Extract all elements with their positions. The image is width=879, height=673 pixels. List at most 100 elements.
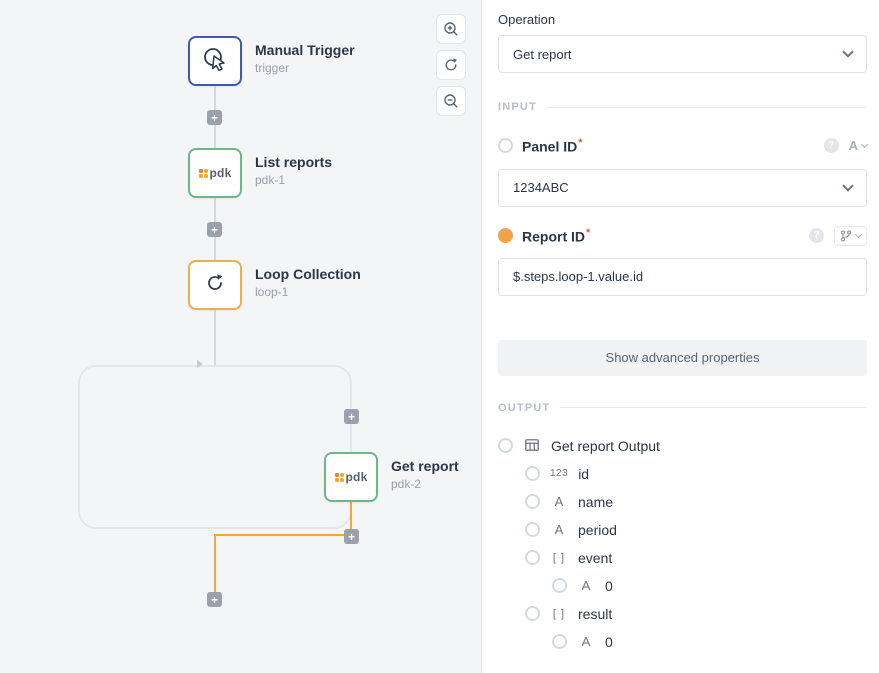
input-section-divider: INPUT <box>498 101 867 113</box>
tree-row-period: A period <box>498 516 867 544</box>
output-tree: Get report Output 123 id A name A period… <box>498 432 867 656</box>
operation-label: Operation <box>498 12 556 27</box>
add-step-button[interactable]: + <box>207 110 222 125</box>
field-panel-id: Panel ID* ? A <box>498 137 869 155</box>
node-icon-box[interactable] <box>188 260 242 310</box>
pdk-icon: pdk <box>198 166 232 180</box>
flow-arrow-icon <box>197 360 203 368</box>
tree-row-result: [ ] result <box>498 600 867 628</box>
tree-label: id <box>578 465 590 482</box>
tree-row-output-root: Get report Output <box>498 432 867 460</box>
pdk-icon: pdk <box>334 470 368 484</box>
string-type-icon: A <box>554 494 564 510</box>
node-icon-box[interactable]: pdk <box>324 452 378 502</box>
tree-radio[interactable] <box>525 550 540 566</box>
node-loop-collection[interactable]: Loop Collection loop-1 <box>188 260 361 310</box>
report-id-label: Report ID* <box>522 226 591 245</box>
tree-radio[interactable] <box>525 522 540 538</box>
panel-id-type-picker[interactable]: A <box>848 138 869 154</box>
array-type-icon: [ ] <box>552 551 566 564</box>
tree-row-result-0: A 0 <box>498 628 867 656</box>
field-report-id: Report ID* ? <box>498 225 867 246</box>
node-icon-box[interactable] <box>188 36 242 86</box>
string-type-icon: A <box>581 578 591 594</box>
zoom-out-button[interactable] <box>436 86 466 116</box>
node-subtitle: pdk-2 <box>391 477 422 491</box>
zoom-in-button[interactable] <box>436 14 466 44</box>
add-step-button[interactable]: + <box>207 592 222 607</box>
tree-row-event: [ ] event <box>498 544 867 572</box>
string-type-icon: A <box>581 634 591 650</box>
report-id-value: $.steps.loop-1.value.id <box>513 269 644 285</box>
chevron-down-icon <box>854 231 863 239</box>
tree-label: Get report Output <box>551 437 660 454</box>
output-section-divider: OUTPUT <box>498 402 867 414</box>
chevron-down-icon <box>860 141 869 149</box>
branch-icon <box>840 230 852 242</box>
text-type-icon: A <box>848 138 858 154</box>
tree-label: name <box>578 493 614 510</box>
tree-radio[interactable] <box>525 606 540 622</box>
tree-label: result <box>578 605 613 622</box>
chevron-down-icon <box>842 179 854 192</box>
output-root-radio[interactable] <box>498 438 513 454</box>
operation-select[interactable]: Get report <box>498 35 867 73</box>
tree-row-event-0: A 0 <box>498 572 867 600</box>
node-subtitle: trigger <box>255 61 290 75</box>
node-title: Get report <box>391 458 459 474</box>
node-title: Loop Collection <box>255 266 361 282</box>
tree-row-name: A name <box>498 488 867 516</box>
node-list-reports[interactable]: pdk List reports pdk-1 <box>188 148 332 198</box>
zoom-in-icon <box>444 22 458 36</box>
loop-boundary <box>78 365 352 529</box>
help-icon[interactable]: ? <box>809 228 824 244</box>
node-icon-box[interactable]: pdk <box>188 148 242 198</box>
tree-label: period <box>578 521 617 538</box>
connector-line-orange <box>350 502 352 536</box>
add-step-button[interactable]: + <box>344 409 359 424</box>
node-subtitle: loop-1 <box>255 285 289 299</box>
number-type-icon: 123 <box>550 468 569 480</box>
properties-panel: Operation Get report INPUT Panel ID* ? A <box>481 0 879 673</box>
panel-id-radio[interactable] <box>498 138 513 154</box>
string-type-icon: A <box>554 522 564 538</box>
node-title: List reports <box>255 154 333 170</box>
report-id-type-picker[interactable] <box>834 225 867 246</box>
workflow-canvas[interactable]: + + + + + Manual Trigger trigger <box>0 0 481 673</box>
zoom-out-icon <box>444 94 458 108</box>
tree-label: event <box>578 549 613 566</box>
required-mark: * <box>586 226 591 239</box>
node-manual-trigger[interactable]: Manual Trigger trigger <box>188 36 355 86</box>
reset-view-button[interactable] <box>436 50 466 80</box>
connector-line-orange <box>214 534 216 594</box>
panel-id-value: 1234ABC <box>513 180 569 196</box>
array-type-icon: [ ] <box>552 607 566 620</box>
node-get-report[interactable]: pdk Get report pdk-2 <box>324 452 459 502</box>
required-mark: * <box>578 137 583 149</box>
tree-radio[interactable] <box>525 494 540 510</box>
loop-icon <box>203 271 227 300</box>
tree-radio[interactable] <box>552 578 567 594</box>
zoom-controls <box>436 14 466 116</box>
report-id-input[interactable]: $.steps.loop-1.value.id <box>498 257 867 296</box>
tree-radio[interactable] <box>525 466 540 482</box>
manual-trigger-icon <box>201 45 229 78</box>
table-icon <box>523 438 541 454</box>
report-id-radio[interactable] <box>498 228 513 244</box>
add-step-button[interactable]: + <box>207 222 222 237</box>
operation-value: Get report <box>513 46 572 62</box>
add-step-button[interactable]: + <box>344 529 359 544</box>
reset-view-icon <box>445 58 457 71</box>
tree-label: 0 <box>605 633 613 650</box>
panel-id-label: Panel ID* <box>522 137 583 155</box>
connector-line <box>214 310 216 365</box>
tree-radio[interactable] <box>552 634 567 650</box>
output-section-label: OUTPUT <box>498 401 551 414</box>
node-title: Manual Trigger <box>255 42 355 58</box>
show-advanced-properties-button[interactable]: Show advanced properties <box>498 339 867 376</box>
tree-label: 0 <box>605 577 613 594</box>
connector-line-orange <box>215 534 351 536</box>
panel-id-select[interactable]: 1234ABC <box>498 168 867 207</box>
help-icon[interactable]: ? <box>823 138 839 154</box>
